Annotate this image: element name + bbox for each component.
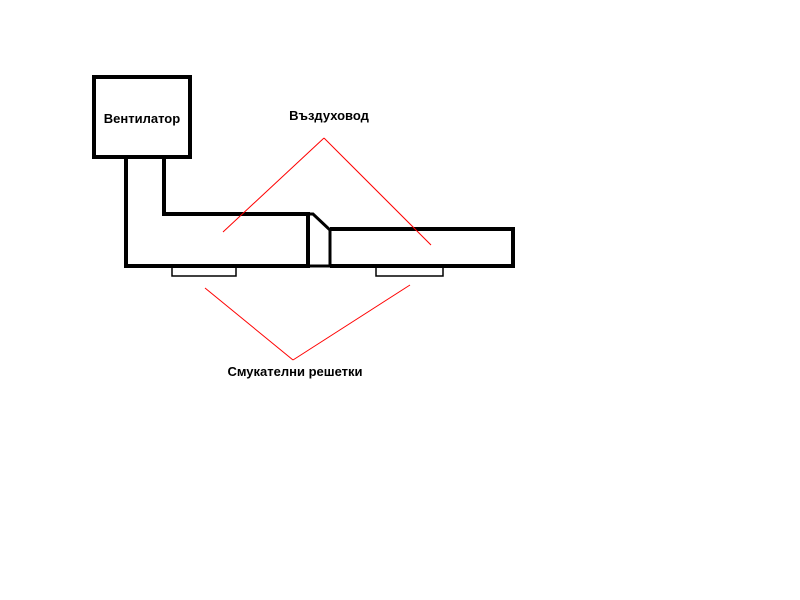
- duct-pointer-line-right: [323, 137, 432, 246]
- grilles-pointer-line-left: [204, 287, 294, 361]
- fan-label: Вентилатор: [104, 111, 180, 126]
- grilles-pointer-line-right: [292, 284, 411, 361]
- suction-grille-left: [171, 265, 237, 277]
- duct-reducer: [308, 212, 332, 268]
- duct-section-2: [330, 227, 515, 268]
- duct-section-1: [124, 157, 310, 268]
- duct-label: Въздуховод: [289, 108, 370, 123]
- duct-pointer-line-left: [222, 137, 325, 233]
- suction-grille-right: [375, 265, 444, 277]
- fan-box: [92, 75, 192, 159]
- grilles-label: Смукателни решетки: [227, 364, 362, 379]
